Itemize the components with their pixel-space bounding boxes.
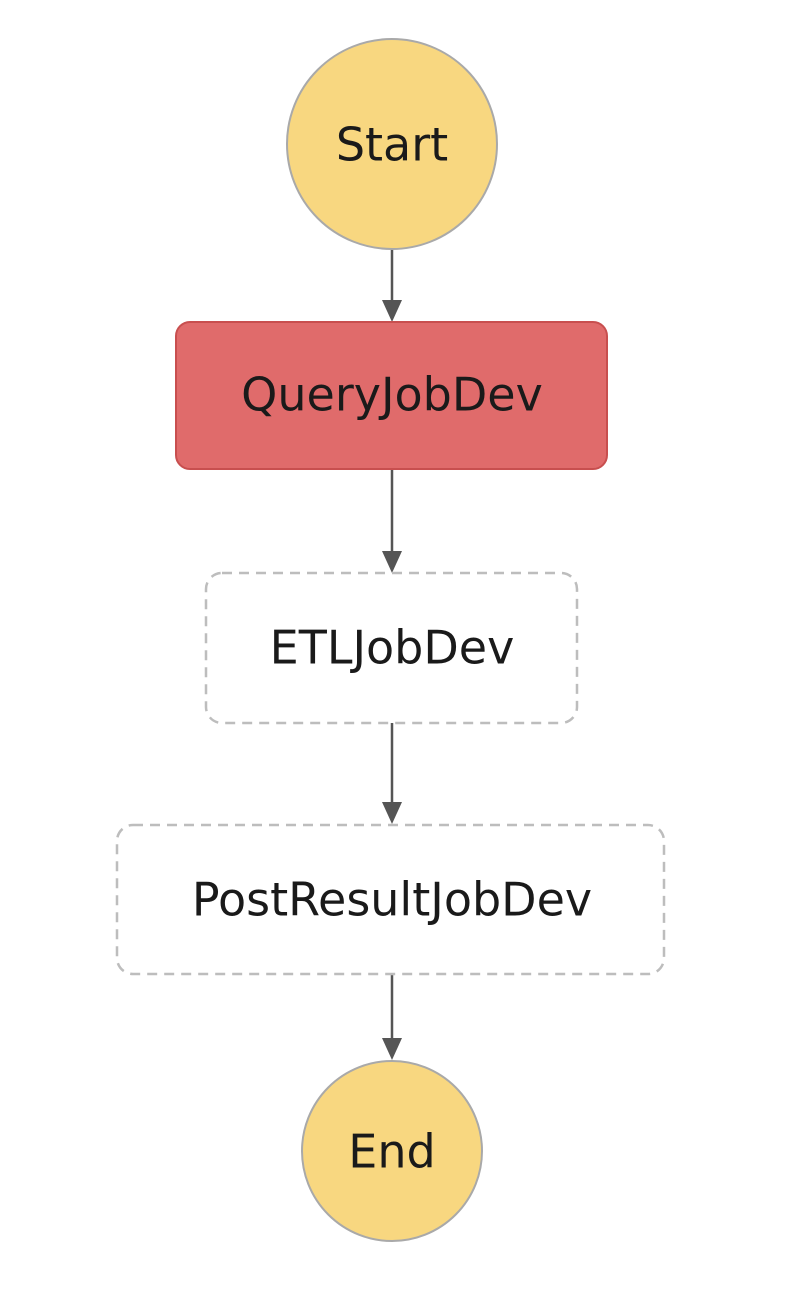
- start-node-label: Start: [336, 118, 448, 172]
- start-node-shape: [286, 38, 498, 250]
- end-node[interactable]: End: [301, 1060, 483, 1242]
- edge-post-to-end: [382, 975, 402, 1060]
- post-result-job-dev-shape: [115, 823, 666, 976]
- etl-job-dev-label: ETLJobDev: [270, 621, 515, 675]
- post-result-job-dev-label: PostResultJobDev: [192, 873, 592, 927]
- post-result-job-dev-node[interactable]: PostResultJobDev: [115, 823, 666, 976]
- query-job-dev-label: QueryJobDev: [241, 368, 543, 422]
- edge-query-to-etl: [382, 470, 402, 573]
- query-job-dev-node[interactable]: QueryJobDev: [175, 321, 608, 470]
- etl-job-dev-shape: [204, 571, 579, 725]
- query-job-dev-shape: [175, 321, 608, 470]
- end-node-shape: [301, 1060, 483, 1242]
- etl-job-dev-node[interactable]: ETLJobDev: [204, 571, 579, 725]
- end-node-label: End: [348, 1125, 435, 1179]
- edge-etl-to-post: [382, 723, 402, 824]
- start-node[interactable]: Start: [286, 38, 498, 250]
- edge-start-to-query: [382, 250, 402, 322]
